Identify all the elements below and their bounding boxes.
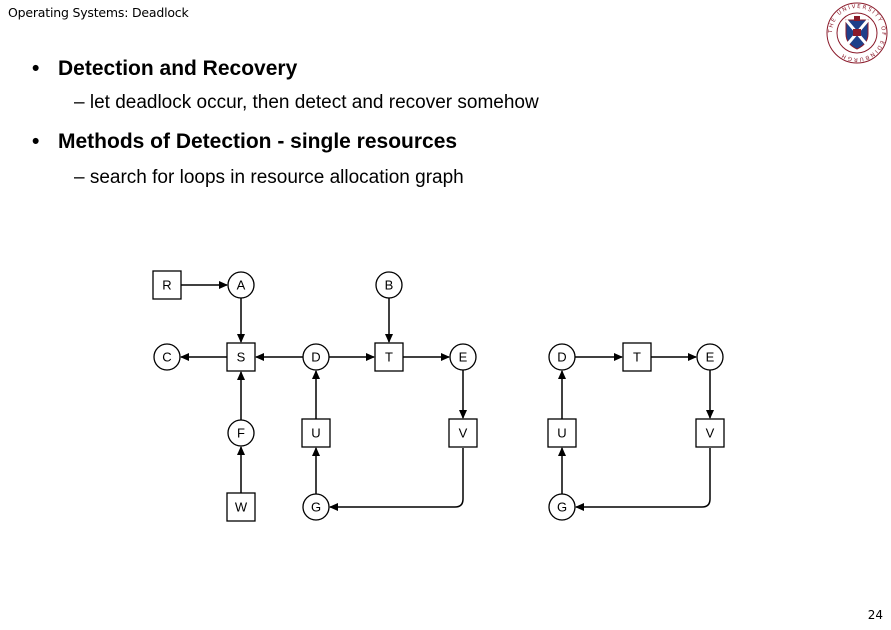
node-label: E: [459, 350, 468, 365]
page-number: 24: [867, 608, 883, 622]
resource-node: [152, 270, 182, 300]
node-label: T: [633, 350, 641, 365]
graph-left: R A B C S D T E F U V W G: [152, 270, 478, 522]
node-label: U: [311, 426, 320, 441]
node-label: G: [311, 500, 321, 515]
edge-arrow: [575, 448, 711, 511]
node-label: D: [557, 350, 566, 365]
edge-arrow: [329, 448, 464, 511]
bullet-text: Methods of Detection - single resources: [58, 130, 458, 153]
node-label: V: [706, 426, 715, 441]
node-label: A: [237, 278, 246, 293]
process-node: [548, 493, 576, 521]
process-node: [696, 343, 724, 371]
node-label: E: [706, 350, 715, 365]
node-label: F: [237, 426, 245, 441]
resource-node: [448, 418, 478, 448]
node-label: B: [385, 278, 394, 293]
process-node: [302, 343, 330, 371]
node-label: R: [162, 278, 171, 293]
resource-node: [547, 418, 577, 448]
node-label: V: [459, 426, 468, 441]
sub-bullet-text: – search for loops in resource allocatio…: [74, 167, 464, 188]
node-label: T: [385, 350, 393, 365]
resource-node: [374, 342, 404, 372]
resource-node: [226, 342, 256, 372]
header-title: Operating Systems: Deadlock: [8, 5, 189, 20]
graph-right: D T E U V G: [547, 342, 725, 521]
node-label: C: [162, 350, 171, 365]
node-label: S: [237, 350, 246, 365]
node-label: D: [311, 350, 320, 365]
process-node: [302, 493, 330, 521]
process-node: [153, 343, 181, 371]
resource-node: [695, 418, 725, 448]
process-node: [227, 419, 255, 447]
process-node: [375, 271, 403, 299]
process-node: [449, 343, 477, 371]
resource-node: [226, 492, 256, 522]
bullet-text: Detection and Recovery: [58, 57, 298, 80]
university-crest-logo: THE UNIVERSITY OF EDINBURGH: [826, 2, 888, 64]
resource-node: [622, 342, 652, 372]
process-node: [227, 271, 255, 299]
node-label: G: [557, 500, 567, 515]
process-node: [548, 343, 576, 371]
sub-bullet-text: – let deadlock occur, then detect and re…: [74, 92, 539, 113]
resource-node: [301, 418, 331, 448]
node-label: W: [235, 500, 248, 515]
bullet-point: •: [32, 130, 40, 153]
node-label: U: [557, 426, 566, 441]
bullet-point: •: [32, 57, 40, 80]
